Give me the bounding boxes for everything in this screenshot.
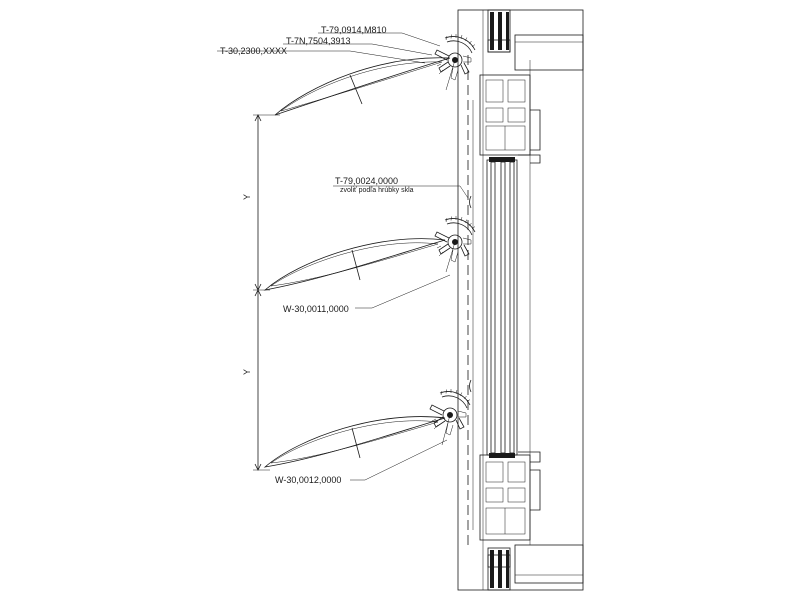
louver-blade-top	[274, 33, 476, 116]
dimension-label-upper: Y	[242, 194, 252, 200]
leader-lines	[217, 32, 469, 481]
louver-blade-middle	[263, 215, 476, 291]
label-blade-profile: T-30,2300,XXXX	[220, 46, 287, 56]
label-glass-spacer-note: zvoliť podľa hrúbky skla	[340, 187, 414, 194]
dimension-label-lower: Y	[242, 369, 252, 375]
label-bracket-bottom: W-30,0012,0000	[275, 475, 341, 485]
dimension-spacing: Y Y	[242, 114, 280, 471]
glass-spacer-clip	[469, 195, 472, 209]
label-glass-spacer: T-79,0024,0000	[335, 176, 398, 186]
mullion-frame	[457, 9, 584, 591]
label-clip-top: T-7N,7504,3913	[286, 36, 351, 46]
label-bracket-mid: W-30,0011,0000	[283, 304, 349, 314]
label-hardware-top: T-79,0914,M810	[321, 25, 387, 35]
louver-blade-bottom	[263, 388, 471, 468]
